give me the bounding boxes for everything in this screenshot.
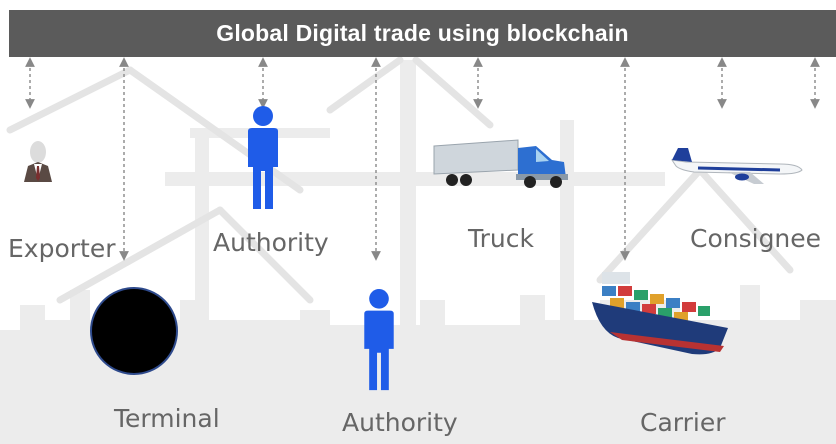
person-icon <box>248 106 278 209</box>
container-ship-icon <box>592 272 728 355</box>
airplane-icon <box>670 148 803 184</box>
label-exporter: Exporter <box>8 234 116 263</box>
terminal-circle-icon <box>90 287 178 375</box>
label-authority-bottom: Authority <box>342 408 458 437</box>
label-authority-top: Authority <box>213 228 329 257</box>
label-carrier: Carrier <box>640 408 726 437</box>
diagram-title: Global Digital trade using blockchain <box>216 20 629 46</box>
truck-icon <box>433 139 568 188</box>
person-icon <box>364 288 394 391</box>
label-consignee: Consignee <box>690 224 822 253</box>
businessman-icon <box>24 141 52 182</box>
title-banner: Global Digital trade using blockchain <box>9 10 836 57</box>
label-terminal: Terminal <box>114 404 220 433</box>
label-truck: Truck <box>468 224 534 253</box>
